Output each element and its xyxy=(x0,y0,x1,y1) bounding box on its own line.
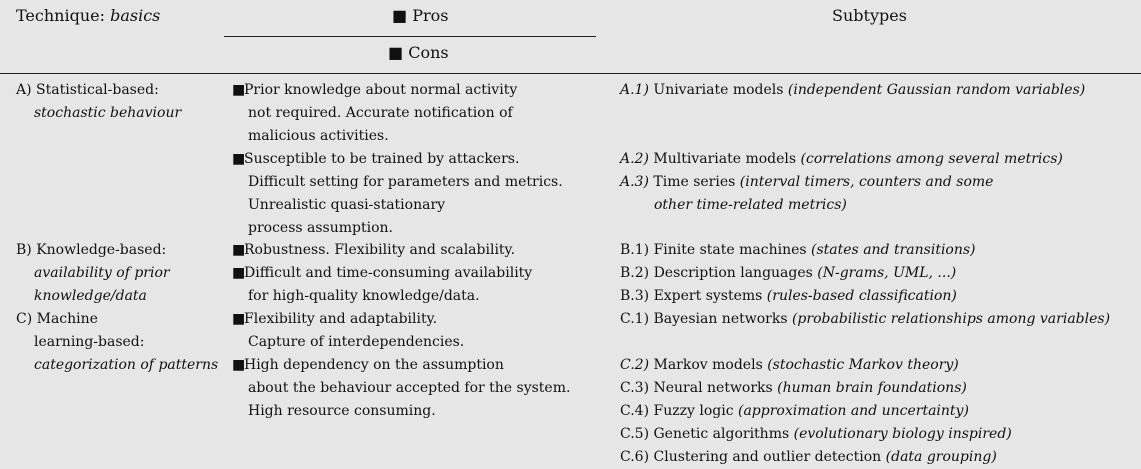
pros-cons-line: malicious activities. xyxy=(248,128,389,144)
pros-cons-line: Unrealistic quasi-stationary xyxy=(248,197,446,213)
technique-c: C) Machine learning-based: categorizatio… xyxy=(16,308,218,377)
subtype-desc: (stochastic Markov theory) xyxy=(767,357,959,373)
subtype-c2: C.2) Markov models (stochastic Markov th… xyxy=(620,354,959,377)
subtype-desc-continued: other time-related metrics) xyxy=(654,197,847,213)
subtype-desc: (correlations among several metrics) xyxy=(800,151,1063,167)
subtype-name: Neural networks xyxy=(653,380,773,396)
pros-cons-line: High resource consuming. xyxy=(248,403,436,419)
subtype-a3: A.3) Time series (interval timers, count… xyxy=(620,171,993,217)
subtype-name: Time series xyxy=(653,174,736,190)
pros-cons-line: about the behaviour accepted for the sys… xyxy=(248,380,571,396)
header-technique: Technique: basics xyxy=(16,6,160,26)
pros-cons-a-cons: ■Susceptible to be trained by attackers.… xyxy=(232,148,563,240)
subtype-c3: C.3) Neural networks (human brain founda… xyxy=(620,377,967,400)
bullet-icon: ■ xyxy=(232,311,246,327)
pros-cons-b-cons: ■Difficult and time-consuming availabili… xyxy=(232,262,532,308)
subtype-name: Univariate models xyxy=(653,82,784,98)
pros-cons-line: Prior knowledge about normal activity xyxy=(244,82,518,98)
technique-c-line-2: learning-based: xyxy=(34,334,145,350)
pros-cons-line: for high-quality knowledge/data. xyxy=(248,288,480,304)
bullet-icon: ■ xyxy=(232,151,246,167)
subtype-name: Fuzzy logic xyxy=(653,403,734,419)
subtype-a2: A.2) Multivariate models (correlations a… xyxy=(620,148,1063,171)
technique-b: B) Knowledge-based: availability of prio… xyxy=(16,239,170,308)
subtype-code: C.5) xyxy=(620,426,650,442)
subtype-desc: (approximation and uncertainty) xyxy=(737,403,969,419)
pros-cons-line: Difficult setting for parameters and met… xyxy=(248,174,563,190)
technique-a-line-1: A) Statistical-based: xyxy=(16,82,159,98)
pros-cons-c-pros: ■Flexibility and adaptability. Capture o… xyxy=(232,308,464,354)
subtype-code: B.1) xyxy=(620,242,650,258)
bullet-icon: ■ xyxy=(232,265,246,281)
subtype-name: Bayesian networks xyxy=(653,311,788,327)
header-technique-em: basics xyxy=(110,6,161,25)
subtype-desc: (interval timers, counters and some xyxy=(739,174,994,190)
bullet-icon: ■ xyxy=(232,242,246,258)
subtype-name: Expert systems xyxy=(653,288,763,304)
subtype-code: A.3) xyxy=(620,174,649,190)
bullet-icon: ■ xyxy=(232,357,246,373)
header-subtypes: Subtypes xyxy=(832,6,907,25)
subtype-desc: (data grouping) xyxy=(885,449,997,465)
pros-cons-line: not required. Accurate notification of xyxy=(248,105,513,121)
technique-c-line-1: C) Machine xyxy=(16,311,98,327)
subtype-name: Finite state machines xyxy=(653,242,807,258)
subtype-name: Description languages xyxy=(653,265,813,281)
pros-cons-line: Robustness. Flexibility and scalability. xyxy=(244,242,516,258)
technique-b-line-3: knowledge/data xyxy=(34,288,147,304)
pros-cons-line: process assumption. xyxy=(248,220,393,236)
subtype-name: Multivariate models xyxy=(653,151,797,167)
header-bottom-rule xyxy=(0,73,1141,74)
header-technique-label: Technique: xyxy=(16,6,105,25)
technique-b-line-1: B) Knowledge-based: xyxy=(16,242,167,258)
pros-cons-line: Flexibility and adaptability. xyxy=(244,311,438,327)
subtype-b3: B.3) Expert systems (rules-based classif… xyxy=(620,285,957,308)
pros-cons-c-cons: ■High dependency on the assumption about… xyxy=(232,354,570,423)
header-pros-cons-divider xyxy=(224,36,596,37)
subtype-c1: C.1) Bayesian networks (probabilistic re… xyxy=(620,308,1110,331)
subtype-code: B.2) xyxy=(620,265,650,281)
subtype-desc: (N-grams, UML, ...) xyxy=(817,265,957,281)
subtype-a1: A.1) Univariate models (independent Gaus… xyxy=(620,79,1085,102)
header-cons: ■ Cons xyxy=(388,43,449,62)
pros-cons-line: Difficult and time-consuming availabilit… xyxy=(244,265,533,281)
subtype-c6: C.6) Clustering and outlier detection (d… xyxy=(620,446,997,469)
subtype-code: B.3) xyxy=(620,288,650,304)
pros-cons-b-pros: ■Robustness. Flexibility and scalability… xyxy=(232,239,515,262)
subtype-b2: B.2) Description languages (N-grams, UML… xyxy=(620,262,956,285)
technique-b-line-2: availability of prior xyxy=(34,265,170,281)
subtype-code: A.1) xyxy=(620,82,649,98)
subtype-code: C.3) xyxy=(620,380,650,396)
subtype-desc: (rules-based classification) xyxy=(766,288,957,304)
subtype-code: C.6) xyxy=(620,449,650,465)
subtype-code: C.4) xyxy=(620,403,650,419)
subtype-b1: B.1) Finite state machines (states and t… xyxy=(620,239,976,262)
header-pros: ■ Pros xyxy=(392,6,449,25)
pros-cons-a-pros: ■Prior knowledge about normal activity n… xyxy=(232,79,517,148)
subtype-name: Clustering and outlier detection xyxy=(653,449,882,465)
pros-cons-line: Susceptible to be trained by attackers. xyxy=(244,151,520,167)
subtype-desc: (states and transitions) xyxy=(811,242,976,258)
subtype-name: Genetic algorithms xyxy=(653,426,790,442)
technique-a-line-2: stochastic behaviour xyxy=(34,105,182,121)
subtype-desc: (evolutionary biology inspired) xyxy=(793,426,1012,442)
pros-cons-line: Capture of interdependencies. xyxy=(248,334,465,350)
subtype-c4: C.4) Fuzzy logic (approximation and unce… xyxy=(620,400,969,423)
subtype-name: Markov models xyxy=(653,357,763,373)
subtype-desc: (independent Gaussian random variables) xyxy=(787,82,1086,98)
pros-cons-line: High dependency on the assumption xyxy=(244,357,504,373)
subtype-desc: (human brain foundations) xyxy=(777,380,967,396)
technique-a: A) Statistical-based: stochastic behavio… xyxy=(16,79,181,125)
subtype-desc: (probabilistic relationships among varia… xyxy=(791,311,1111,327)
subtype-code: A.2) xyxy=(620,151,649,167)
subtype-c5: C.5) Genetic algorithms (evolutionary bi… xyxy=(620,423,1012,446)
technique-c-line-3: categorization of patterns xyxy=(34,357,219,373)
subtype-code: C.2) xyxy=(620,357,650,373)
subtype-code: C.1) xyxy=(620,311,650,327)
bullet-icon: ■ xyxy=(232,82,246,98)
